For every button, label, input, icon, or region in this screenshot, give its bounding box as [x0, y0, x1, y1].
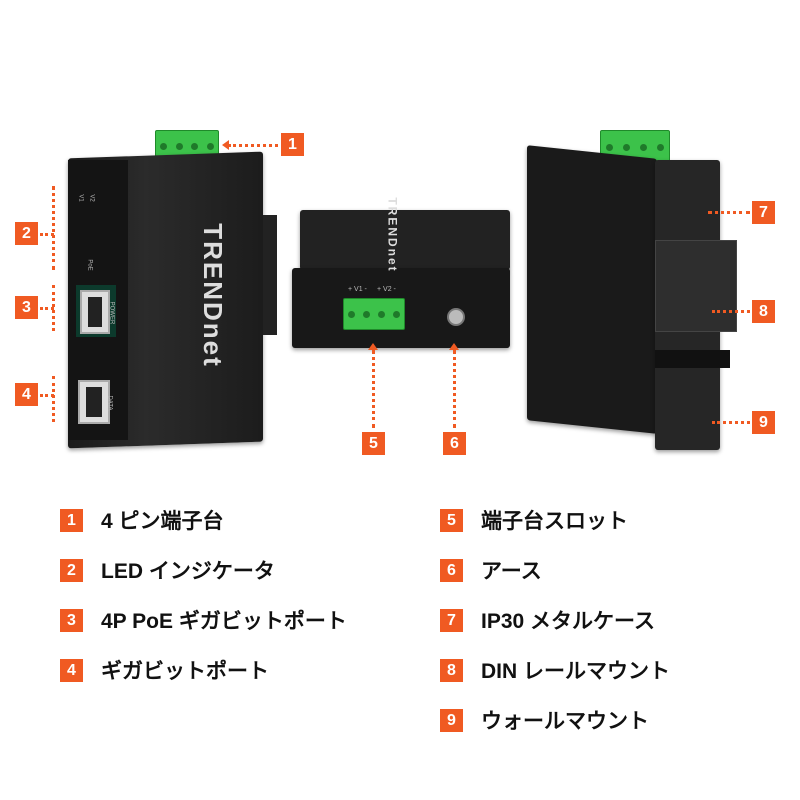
arrow-icon	[368, 343, 378, 350]
arrow-icon	[222, 140, 229, 150]
legend-label: 4P PoE ギガビットポート	[101, 610, 347, 633]
legend-label: 端子台スロット	[481, 510, 628, 533]
device-top	[300, 210, 510, 270]
legend-label: LED インジケータ	[101, 560, 275, 583]
legend-label: IP30 メタルケース	[481, 610, 655, 633]
brand-logo-top: TRENDnet	[385, 197, 400, 273]
legend-item: 4 ギガビットポート	[60, 658, 269, 683]
din-rail-clip	[263, 215, 277, 335]
led-label-v2: V2	[88, 194, 95, 202]
callout-line-8	[712, 310, 750, 313]
din-rail-bar	[655, 350, 730, 368]
callout-badge-3: 3	[15, 296, 38, 319]
legend-item: 8 DIN レールマウント	[440, 658, 670, 683]
legend-badge: 3	[60, 608, 83, 632]
callout-line-5	[372, 350, 375, 428]
legend-item: 3 4P PoE ギガビットポート	[60, 608, 347, 633]
data-port	[78, 380, 110, 424]
legend-badge: 6	[440, 558, 463, 582]
callout-line-9	[712, 421, 750, 424]
callout-badge-7: 7	[752, 201, 775, 224]
callout-bracket-4	[52, 376, 55, 422]
port-label-power: POWER	[108, 301, 115, 325]
callout-line-4	[40, 394, 54, 397]
callout-bracket-2	[52, 186, 55, 270]
callout-badge-9: 9	[752, 411, 775, 434]
din-rail-mount	[655, 240, 737, 332]
device-left-side	[527, 145, 657, 434]
brand-logo-side: TRENDnet	[197, 223, 228, 368]
legend-item: 6 アース	[440, 558, 542, 583]
legend-badge: 2	[60, 558, 83, 582]
legend-item: 7 IP30 メタルケース	[440, 608, 655, 633]
legend-item: 5 端子台スロット	[440, 508, 628, 533]
callout-badge-5: 5	[362, 432, 385, 455]
callout-line-1	[228, 144, 278, 147]
callout-badge-8: 8	[752, 300, 775, 323]
legend-badge: 9	[440, 708, 463, 732]
terminal-label-v2: + V2 -	[377, 286, 396, 293]
legend-label: アース	[481, 560, 542, 583]
port-label-data: DATA	[106, 395, 113, 411]
legend-label: DIN レールマウント	[481, 660, 670, 683]
callout-badge-4: 4	[15, 383, 38, 406]
callout-line-2	[40, 233, 54, 236]
poe-port	[80, 290, 110, 334]
legend-label: ギガビットポート	[101, 660, 269, 683]
led-label-v1: V1	[77, 194, 84, 202]
legend-badge: 7	[440, 608, 463, 632]
legend-badge: 5	[440, 508, 463, 532]
callout-line-3	[40, 307, 54, 310]
arrow-icon	[449, 343, 459, 350]
legend-badge: 1	[60, 508, 83, 532]
callout-badge-2: 2	[15, 222, 38, 245]
callout-line-7	[708, 211, 750, 214]
legend-label: ウォールマウント	[481, 710, 649, 733]
legend-item: 2 LED インジケータ	[60, 558, 275, 583]
callout-badge-6: 6	[443, 432, 466, 455]
legend-badge: 8	[440, 658, 463, 682]
legend-label: 4 ピン端子台	[101, 510, 224, 533]
ground-screw	[447, 308, 465, 326]
terminal-block-slot	[343, 298, 405, 330]
led-label-poe: PoE	[86, 259, 93, 271]
legend-item: 1 4 ピン端子台	[60, 508, 224, 533]
legend-item: 9 ウォールマウント	[440, 708, 649, 733]
terminal-label-v1: + V1 -	[348, 286, 367, 293]
callout-badge-1: 1	[281, 133, 304, 156]
callout-line-6	[453, 350, 456, 428]
legend-badge: 4	[60, 658, 83, 682]
